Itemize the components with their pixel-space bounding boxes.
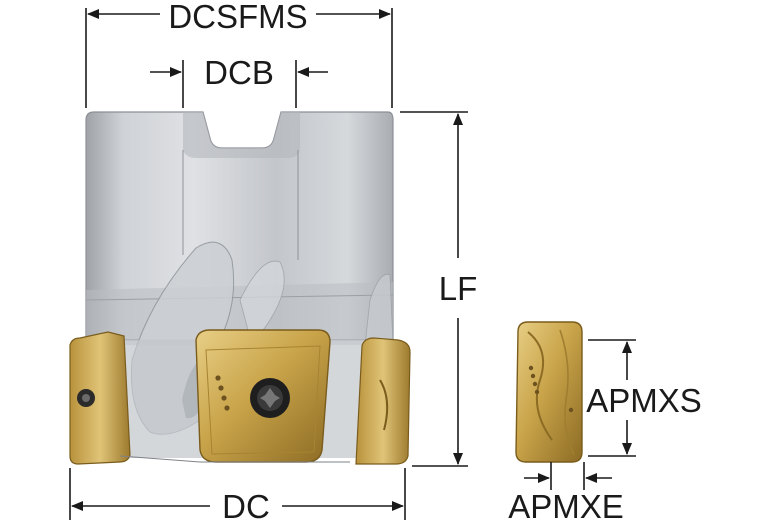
lf-label: LF xyxy=(439,270,478,307)
insert-detail xyxy=(515,321,583,463)
insert-right xyxy=(355,337,411,465)
dimension-lines xyxy=(69,8,636,520)
cutter-shank xyxy=(85,111,394,341)
apmxe-label: APMXE xyxy=(508,488,624,523)
insert-center xyxy=(195,329,331,463)
dc-label: DC xyxy=(222,488,270,523)
apmxs-label: APMXS xyxy=(586,382,702,419)
dcsfms-label: DCSFMS xyxy=(168,0,307,35)
dcb-label: DCB xyxy=(204,54,274,91)
insert-left xyxy=(69,331,131,465)
